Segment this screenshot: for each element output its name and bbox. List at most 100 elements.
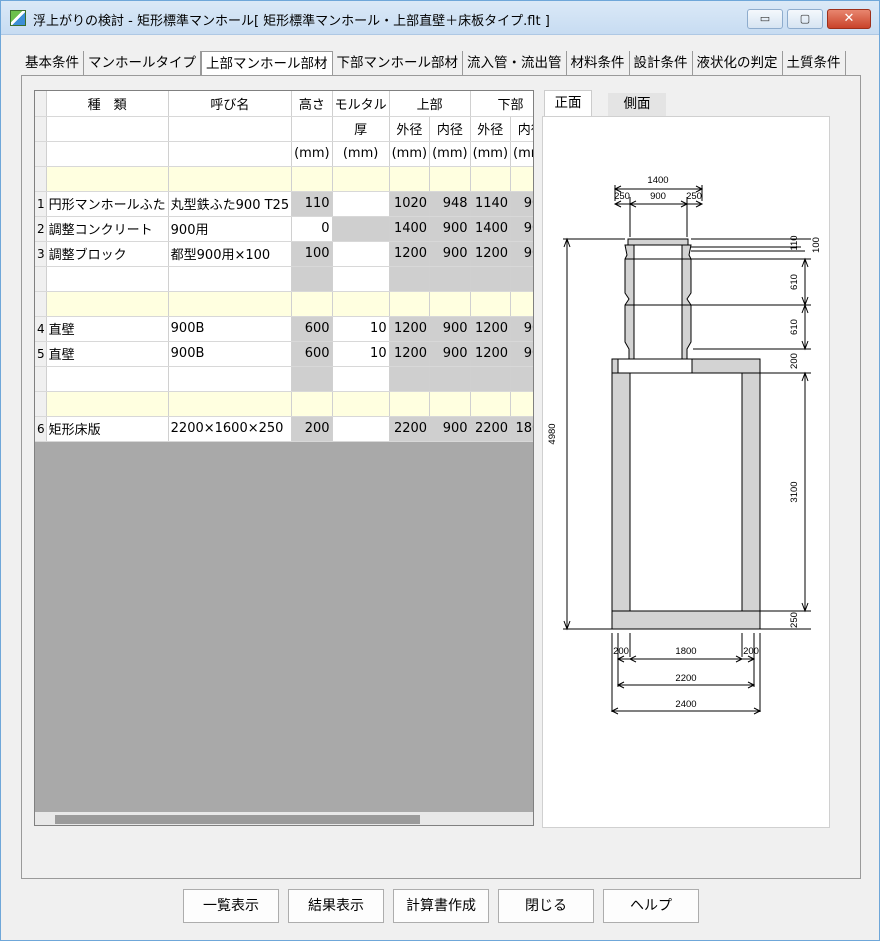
- tab-side-view[interactable]: 側面: [608, 93, 666, 116]
- cell-height[interactable]: 600: [291, 316, 333, 342]
- close-button[interactable]: 閉じる: [498, 889, 594, 923]
- cell-lower-outer[interactable]: 1200: [470, 241, 512, 267]
- table-row[interactable]: 2 調整コンクリート 900用 0 1400 900 1400 900: [35, 216, 533, 242]
- cell-lower-inner[interactable]: 900: [510, 241, 533, 267]
- cell-lower-inner[interactable]: 900: [510, 216, 533, 242]
- cell-upper-outer[interactable]: 2200: [389, 416, 431, 442]
- members-grid[interactable]: 種 類 呼び名 高さ モルタル 上部 下部 厚 外径: [34, 90, 534, 826]
- cell-mortar[interactable]: [332, 416, 390, 442]
- cell-kind[interactable]: 調整コンクリート: [46, 216, 169, 242]
- cell-upper-inner[interactable]: 900: [429, 341, 471, 367]
- header-name: 呼び名: [168, 91, 293, 117]
- cell-upper-inner[interactable]: 900: [429, 416, 471, 442]
- cell-name[interactable]: 900B: [168, 316, 293, 342]
- cell-name[interactable]: 都型900用×100: [168, 241, 293, 267]
- dim-top-width: 1400: [647, 175, 668, 186]
- cell-name[interactable]: 900用: [168, 216, 293, 242]
- manhole-front-drawing: 1400 250 900 250 4980 110 100 610 610 20…: [547, 175, 822, 715]
- dim-top-right: 250: [686, 191, 702, 202]
- tab-soil-conditions[interactable]: 土質条件: [783, 51, 846, 75]
- cell-upper-outer[interactable]: 1200: [389, 316, 431, 342]
- cell-height[interactable]: 600: [291, 341, 333, 367]
- unit-upper-inner: (mm): [429, 141, 471, 167]
- cell-mortar[interactable]: [332, 241, 390, 267]
- cell-lower-outer[interactable]: 1140: [470, 191, 512, 217]
- drawing-area: 1400 250 900 250 4980 110 100 610 610 20…: [542, 116, 830, 828]
- result-view-button[interactable]: 結果表示: [288, 889, 384, 923]
- table-row[interactable]: 5 直壁 900B 600 10 1200 900 1200 900: [35, 341, 533, 367]
- table-row[interactable]: [35, 391, 533, 417]
- cell-kind[interactable]: 矩形床版: [46, 416, 169, 442]
- view-tabs: 正面 側面: [544, 90, 832, 116]
- table-row[interactable]: [35, 366, 533, 392]
- tab-basic-conditions[interactable]: 基本条件: [21, 51, 84, 75]
- cell-upper-outer[interactable]: 1200: [389, 341, 431, 367]
- tab-manhole-type[interactable]: マンホールタイプ: [84, 51, 201, 75]
- list-view-button[interactable]: 一覧表示: [183, 889, 279, 923]
- dim-1800: 1800: [675, 646, 696, 657]
- tab-inflow-outflow-pipes[interactable]: 流入管・流出管: [463, 51, 567, 75]
- minimize-button[interactable]: ▭: [747, 9, 783, 29]
- table-row[interactable]: 6 矩形床版 2200×1600×250 200 2200 900 2200 1…: [35, 416, 533, 442]
- tab-material-conditions[interactable]: 材料条件: [567, 51, 630, 75]
- cell-kind[interactable]: 直壁: [46, 341, 169, 367]
- horizontal-scrollbar[interactable]: [35, 812, 533, 825]
- dim-3100: 3100: [789, 481, 800, 502]
- cell-mortar[interactable]: 10: [332, 316, 390, 342]
- tab-upper-members[interactable]: 上部マンホール部材: [201, 51, 333, 76]
- table-row[interactable]: 4 直壁 900B 600 10 1200 900 1200 900: [35, 316, 533, 342]
- tab-design-conditions[interactable]: 設計条件: [630, 51, 693, 75]
- cell-lower-outer[interactable]: 1200: [470, 341, 512, 367]
- cell-upper-outer[interactable]: 1200: [389, 241, 431, 267]
- dim-bottom-200-left: 200: [613, 646, 629, 657]
- cell-lower-outer[interactable]: 1200: [470, 316, 512, 342]
- cell-upper-outer[interactable]: 1020: [389, 191, 431, 217]
- header-upper-inner: 内径: [429, 116, 471, 142]
- table-row[interactable]: 3 調整ブロック 都型900用×100 100 1200 900 1200 90…: [35, 241, 533, 267]
- cell-name[interactable]: 丸型鉄ふた900 T25: [168, 191, 293, 217]
- row-number: 5: [35, 341, 47, 367]
- table-row[interactable]: 1 円形マンホールふた 丸型鉄ふた900 T25 110 1020 948 11…: [35, 191, 533, 217]
- cell-height[interactable]: 200: [291, 416, 333, 442]
- dim-610-lower: 610: [789, 319, 800, 335]
- cell-kind[interactable]: 調整ブロック: [46, 241, 169, 267]
- header-mortar-thickness: 厚: [332, 116, 390, 142]
- cell-lower-outer[interactable]: 1400: [470, 216, 512, 242]
- cell-kind[interactable]: 直壁: [46, 316, 169, 342]
- help-button[interactable]: ヘルプ: [603, 889, 699, 923]
- cell-mortar[interactable]: 10: [332, 341, 390, 367]
- cell-upper-inner[interactable]: 900: [429, 316, 471, 342]
- cell-height[interactable]: 110: [291, 191, 333, 217]
- unit-lower-inner: (mm): [510, 141, 533, 167]
- maximize-button[interactable]: ▢: [787, 9, 823, 29]
- tab-liquefaction[interactable]: 液状化の判定: [693, 51, 783, 75]
- cell-height[interactable]: 0: [291, 216, 333, 242]
- cell-name[interactable]: 2200×1600×250: [168, 416, 293, 442]
- table-row[interactable]: [35, 166, 533, 192]
- cell-lower-outer[interactable]: 2200: [470, 416, 512, 442]
- grid-corner: [35, 91, 47, 117]
- cell-kind[interactable]: 円形マンホールふた: [46, 191, 169, 217]
- cell-height[interactable]: 100: [291, 241, 333, 267]
- cell-lower-inner[interactable]: 1800: [510, 416, 533, 442]
- tab-front-view[interactable]: 正面: [544, 90, 592, 116]
- cell-upper-inner[interactable]: 900: [429, 241, 471, 267]
- cell-upper-inner[interactable]: 900: [429, 216, 471, 242]
- dim-250: 250: [789, 612, 800, 628]
- cell-mortar[interactable]: [332, 191, 390, 217]
- create-report-button[interactable]: 計算書作成: [393, 889, 489, 923]
- cell-lower-inner[interactable]: 900: [510, 341, 533, 367]
- tab-lower-members[interactable]: 下部マンホール部材: [333, 51, 463, 75]
- cell-upper-outer[interactable]: 1400: [389, 216, 431, 242]
- cell-name[interactable]: 900B: [168, 341, 293, 367]
- cell-lower-inner[interactable]: 900: [510, 316, 533, 342]
- cell-lower-inner[interactable]: 900: [510, 191, 533, 217]
- table-row[interactable]: [35, 266, 533, 292]
- app-icon: [10, 10, 26, 26]
- row-number: 6: [35, 416, 47, 442]
- close-window-button[interactable]: ✕: [827, 9, 871, 29]
- cell-upper-inner[interactable]: 948: [429, 191, 471, 217]
- scrollbar-thumb[interactable]: [55, 815, 420, 824]
- cell-mortar[interactable]: [332, 216, 390, 242]
- table-row[interactable]: [35, 291, 533, 317]
